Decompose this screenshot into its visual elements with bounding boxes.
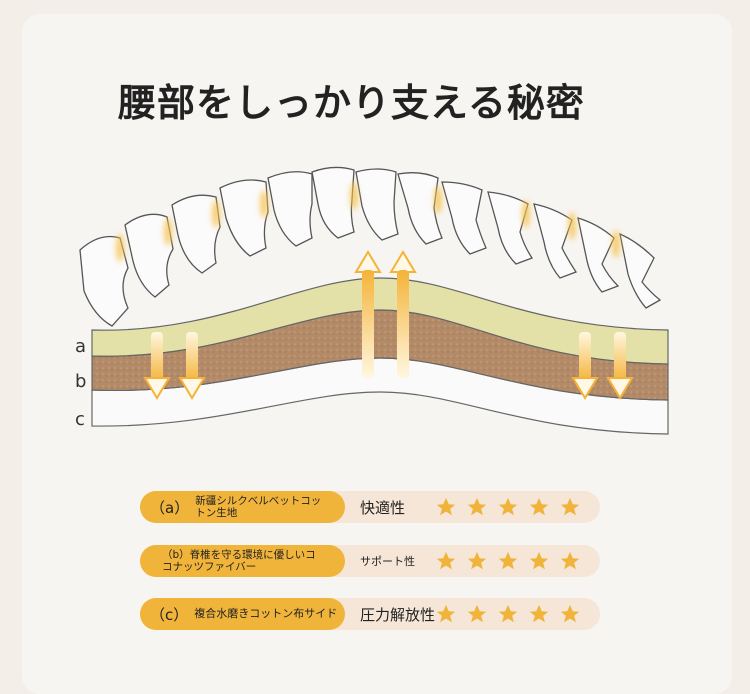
layer-code: （c） <box>150 605 189 624</box>
star-icon <box>436 551 456 570</box>
property-label: 快適性 <box>360 498 406 517</box>
layer-label-c: c <box>75 409 85 430</box>
star-icon <box>529 551 549 570</box>
layer-label-b: b <box>75 371 87 392</box>
star-icon <box>436 604 456 623</box>
material-name: 新疆シルクベルベットコットン生地 <box>195 495 322 519</box>
star-icon <box>467 497 487 516</box>
star-icon <box>529 604 549 623</box>
star-icon <box>467 551 487 570</box>
material-name: 複合水磨きコットン布サイド <box>194 607 338 620</box>
star-icon <box>498 551 518 570</box>
down-arrow-icon <box>606 332 634 400</box>
up-arrow-icon <box>354 250 382 378</box>
rating-stars <box>435 598 581 630</box>
material-pill-c: （c） 複合水磨きコットン布サイド <box>140 598 345 630</box>
star-icon <box>560 551 580 570</box>
layer-label-a: a <box>75 336 87 357</box>
material-pill-b: （b）脊椎を守る環境に優しいココナッツファイバー <box>140 545 345 577</box>
layer-code: （b） <box>162 549 190 561</box>
property-label: サポート性 <box>360 555 415 568</box>
star-icon <box>467 604 487 623</box>
star-icon <box>529 497 549 516</box>
rating-stars <box>435 545 581 577</box>
layer-code: （a） <box>150 498 190 517</box>
down-arrow-icon <box>143 332 171 400</box>
star-icon <box>560 604 580 623</box>
feature-row-c: （c） 複合水磨きコットン布サイド 圧力解放性 <box>140 598 600 630</box>
up-arrow-icon <box>389 250 417 378</box>
page-title: 腰部をしっかり支える秘密 <box>118 81 585 125</box>
down-arrow-icon <box>571 332 599 400</box>
star-icon <box>498 497 518 516</box>
property-label: 圧力解放性 <box>360 605 436 624</box>
feature-row-b: （b）脊椎を守る環境に優しいココナッツファイバー サポート性 <box>140 545 600 577</box>
layer-a <box>91 277 669 365</box>
feature-row-a: （a） 新疆シルクベルベットコットン生地 快適性 <box>140 491 600 523</box>
spine <box>79 166 662 327</box>
material-name: 脊椎を守る環境に優しいココナッツファイバー <box>162 549 316 573</box>
rating-stars <box>435 491 581 523</box>
star-icon <box>560 497 580 516</box>
down-arrow-icon <box>178 332 206 400</box>
star-icon <box>498 604 518 623</box>
star-icon <box>436 497 456 516</box>
material-pill-a: （a） 新疆シルクベルベットコットン生地 <box>140 491 345 523</box>
glow-accents <box>116 182 620 262</box>
